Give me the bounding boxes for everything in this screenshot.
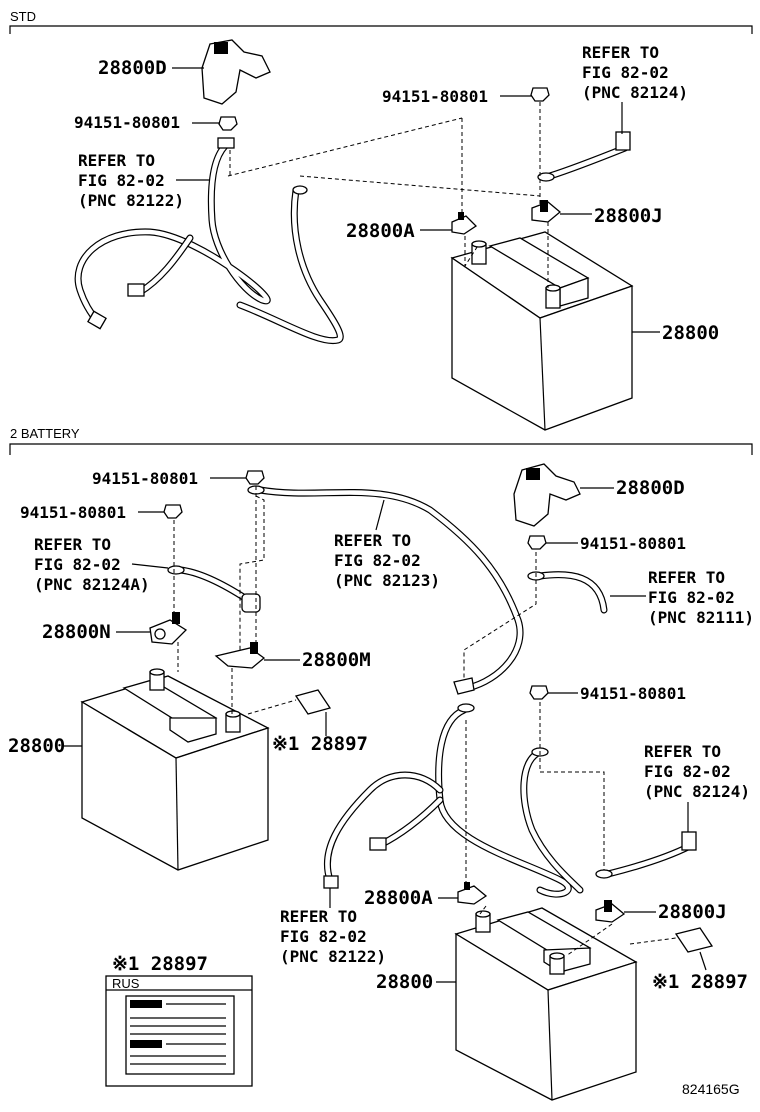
two-battery-right (454, 907, 638, 1101)
ref-82124A-line2: FIG 82-02 (34, 555, 121, 574)
two-terminal-28800M (214, 642, 266, 669)
nut-left-label-2: 94151-80801 (20, 503, 126, 522)
two-harness-82122 (323, 703, 572, 898)
legend-28897: ※1 28897 RUS (105, 953, 253, 1087)
ref-82124A-line1: REFER TO (34, 535, 111, 554)
std-labels: 28800D 94151-80801 REFER TO FIG 82-02 (P… (74, 43, 719, 344)
section-title-two-battery: 2 BATTERY (10, 426, 80, 441)
part-28800M-label: 28800M (302, 649, 371, 671)
nut-right-label: 94151-80801 (382, 87, 488, 106)
ref-82122-line3: (PNC 82122) (78, 191, 184, 210)
part-28800D-label-2: 28800D (616, 477, 685, 499)
ref-82122-line2-2: FIG 82-02 (280, 927, 367, 946)
ref-82124-line1-2: REFER TO (644, 742, 721, 761)
std-nut-left (218, 116, 238, 131)
ref-82123-line2: FIG 82-02 (334, 551, 421, 570)
two-cable-82111 (527, 571, 608, 614)
ref-82122-line1-2: REFER TO (280, 907, 357, 926)
two-assembly-lines (173, 486, 677, 957)
two-nut-r2 (529, 685, 549, 700)
nut-r2-label: 94151-80801 (580, 684, 686, 703)
std-ground-cable (236, 185, 344, 345)
nut-left-label: 94151-80801 (74, 113, 180, 132)
section-std: STD (9, 9, 753, 34)
section-bracket-two-battery (9, 443, 753, 455)
ref-82124-line3: (PNC 82124) (582, 83, 688, 102)
part-28800-right-label: 28800 (376, 971, 433, 993)
warning-label-image (125, 995, 235, 1075)
two-nut-top (245, 470, 265, 485)
ref-82111-line1: REFER TO (648, 568, 725, 587)
std-battery (450, 231, 634, 431)
ref-82111-line2: FIG 82-02 (648, 588, 735, 607)
section-title-std: STD (10, 9, 36, 24)
two-label-28897-mid (294, 689, 332, 715)
two-cable-82124A (167, 565, 261, 613)
part-28897-mid-label: ※1 28897 (272, 733, 368, 755)
section-two-battery: 2 BATTERY (9, 426, 753, 455)
two-28800D-cover (513, 463, 581, 527)
ref-82122-line1: REFER TO (78, 151, 155, 170)
two-battery-left (80, 668, 270, 871)
ref-82123-line3: (PNC 82123) (334, 571, 440, 590)
legend-part-label: ※1 28897 (112, 953, 208, 975)
std-nut-right (530, 87, 550, 102)
figure-id: 824165G (682, 1081, 740, 1097)
two-nut-left (163, 504, 183, 519)
ref-82124-line3-2: (PNC 82124) (644, 782, 750, 801)
part-28800J-label: 28800J (594, 205, 663, 227)
std-terminal-28800J (531, 200, 562, 223)
two-terminal-28800N (149, 612, 188, 645)
nut-r1-label: 94151-80801 (580, 534, 686, 553)
two-label-28897-right (674, 927, 714, 953)
nut-top-label: 94151-80801 (92, 469, 198, 488)
two-terminal-28800A (457, 882, 488, 905)
ref-82122-line2: FIG 82-02 (78, 171, 165, 190)
section-bracket-std (9, 25, 753, 34)
ref-82124-line2-2: FIG 82-02 (644, 762, 731, 781)
two-cable-82124 (595, 831, 697, 879)
std-cable-82124 (537, 131, 631, 182)
two-terminal-28800J (595, 900, 626, 923)
part-28800-label: 28800 (662, 322, 719, 344)
part-28800-left-label: 28800 (8, 735, 65, 757)
std-assembly-lines (227, 102, 549, 288)
std-terminal-28800A (451, 212, 478, 235)
ref-82123-line1: REFER TO (334, 531, 411, 550)
two-labels: 94151-80801 94151-80801 REFER TO FIG 82-… (8, 469, 754, 993)
part-28800N-label: 28800N (42, 621, 111, 643)
legend-region-label: RUS (112, 976, 140, 991)
ref-82111-line3: (PNC 82111) (648, 608, 754, 627)
two-nut-r1 (527, 535, 547, 550)
ref-82124-line2: FIG 82-02 (582, 63, 669, 82)
ref-82124-line1: REFER TO (582, 43, 659, 62)
two-cable-82123 (247, 485, 524, 695)
std-harness-82122 (74, 137, 271, 330)
part-28897-right-label: ※1 28897 (652, 971, 748, 993)
part-28800A-label: 28800A (346, 220, 415, 242)
part-28800A-label-2: 28800A (364, 887, 433, 909)
std-28800D-cover (201, 39, 271, 105)
part-28800J-label-2: 28800J (658, 901, 727, 923)
part-28800D-label: 28800D (98, 57, 167, 79)
ref-82122-line3-2: (PNC 82122) (280, 947, 386, 966)
ref-82124A-line3: (PNC 82124A) (34, 575, 150, 594)
